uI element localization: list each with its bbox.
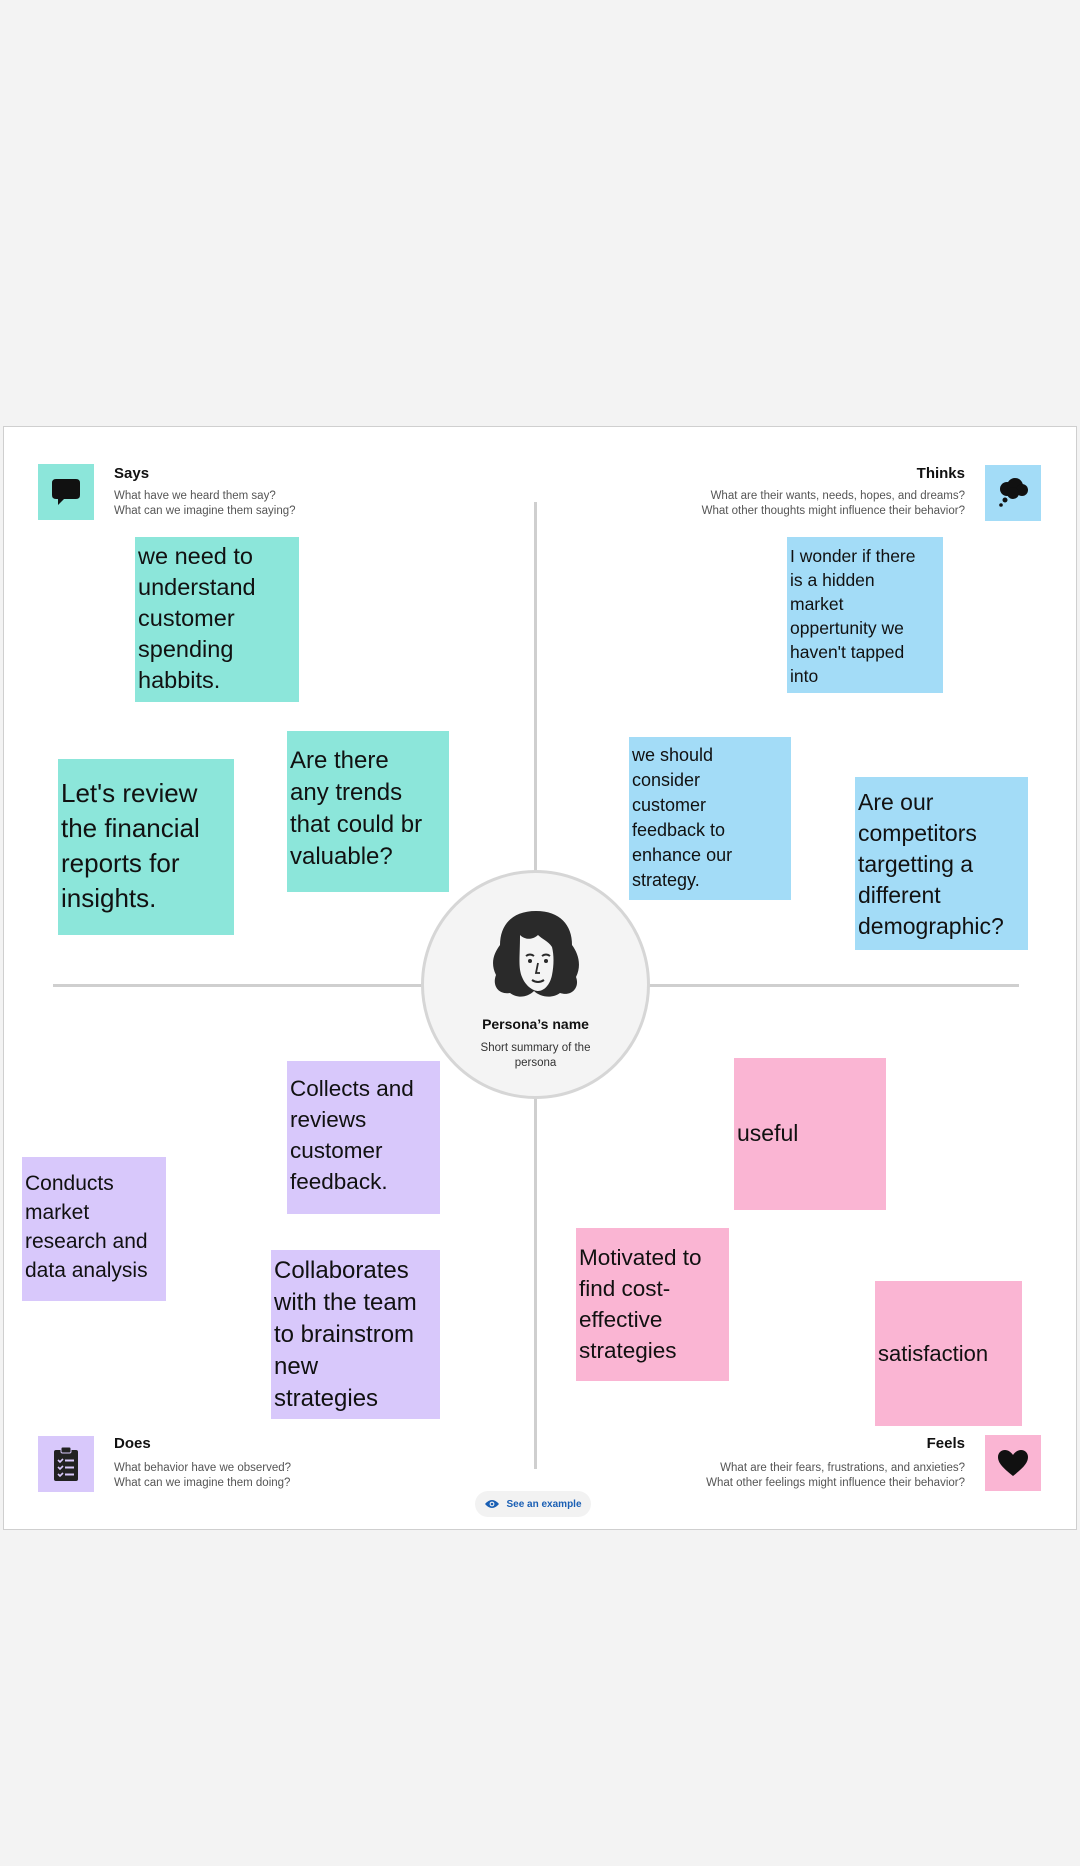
sticky-note-does-2[interactable]: Conducts market research and data analys… [22, 1157, 166, 1301]
does-icon-tile [38, 1436, 94, 1492]
thought-cloud-icon [999, 478, 1028, 507]
says-prompt-line-2: What can we imagine them saying? [114, 505, 296, 517]
does-prompt: What behavior have we observed? What can… [114, 1461, 291, 1491]
heart-icon [998, 1450, 1028, 1476]
sticky-note-feels-2[interactable]: Motivated to find cost- effective strate… [576, 1228, 729, 1381]
sticky-note-feels-1[interactable]: useful [734, 1058, 886, 1210]
thinks-title: Thinks [916, 465, 965, 482]
thinks-prompt-line-1: What are their wants, needs, hopes, and … [710, 490, 965, 502]
see-an-example-button[interactable]: See an example [475, 1491, 591, 1517]
does-title: Does [114, 1435, 151, 1452]
sticky-note-does-1[interactable]: Collects and reviews customer feedback. [287, 1061, 440, 1214]
says-prompt-line-1: What have we heard them say? [114, 490, 276, 502]
sticky-note-says-2[interactable]: Are there any trends that could br valua… [287, 731, 449, 892]
thinks-prompt: What are their wants, needs, hopes, and … [702, 489, 965, 519]
eye-icon [485, 1500, 500, 1508]
sticky-note-thinks-3[interactable]: Are our competitors targetting a differe… [855, 777, 1028, 950]
horizontal-axis-left [53, 984, 422, 987]
persona-name: Persona’s name [482, 1016, 589, 1032]
sticky-note-thinks-1[interactable]: I wonder if there is a hidden market opp… [787, 537, 943, 693]
thinks-icon-tile [985, 465, 1041, 521]
says-icon-tile [38, 464, 94, 520]
persona-summary: Short summary of the persona [480, 1042, 591, 1069]
vertical-axis-bottom [534, 1097, 537, 1469]
feels-title: Feels [926, 1435, 965, 1452]
horizontal-axis-right [649, 984, 1019, 987]
thinks-prompt-line-2: What other thoughts might influence thei… [701, 505, 965, 517]
sticky-note-says-3[interactable]: Let's review the financial reports for i… [58, 759, 234, 935]
does-prompt-line-1: What behavior have we observed? [114, 1462, 292, 1474]
speech-bubble-icon [52, 479, 80, 505]
does-prompt-line-2: What can we imagine them doing? [114, 1477, 291, 1489]
sticky-note-does-3[interactable]: Collaborates with the team to brainstrom… [271, 1250, 440, 1419]
says-title: Says [114, 465, 150, 482]
feels-prompt: What are their fears, frustrations, and … [706, 1461, 965, 1491]
clipboard-checklist-icon [54, 1446, 78, 1481]
see-an-example-label: See an example [506, 1498, 582, 1510]
persona-circle[interactable]: Persona’s name Short summary of the pers… [421, 870, 650, 1099]
sticky-note-says-1[interactable]: we need to understand customer spending … [135, 537, 299, 702]
sticky-note-thinks-2[interactable]: we should consider customer feedback to … [629, 737, 791, 900]
feels-prompt-line-1: What are their fears, frustrations, and … [720, 1462, 965, 1474]
sticky-note-feels-3[interactable]: satisfaction [875, 1281, 1022, 1426]
feels-prompt-line-2: What other feelings might influence thei… [706, 1477, 965, 1489]
says-prompt: What have we heard them say? What can we… [114, 489, 296, 519]
vertical-axis-top [534, 502, 537, 872]
persona-avatar-icon [493, 911, 579, 997]
feels-icon-tile [985, 1435, 1041, 1491]
